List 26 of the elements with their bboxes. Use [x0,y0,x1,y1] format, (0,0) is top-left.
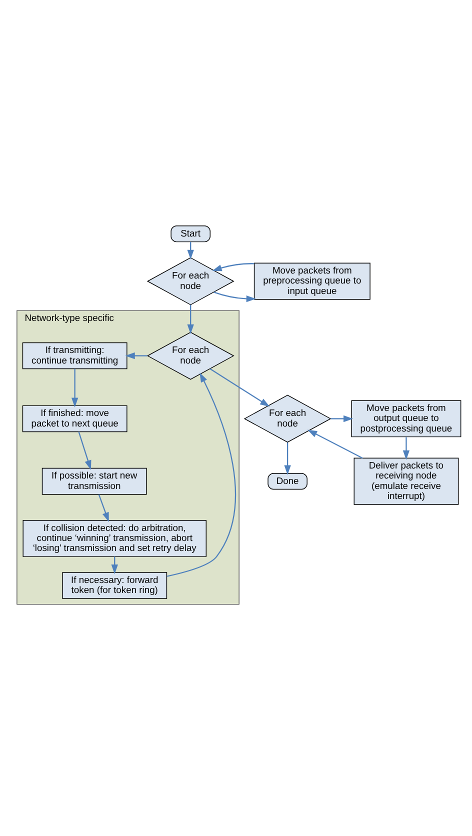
node-box: Deliver packets to receiving node (emulate receive interrupt) [354,458,459,505]
arrow [98,494,109,522]
arrow [210,368,270,407]
arrow [214,292,256,302]
node-box: If necessary: forward token (for token ring) [62,572,168,599]
node-diamond: For each node [146,332,234,380]
node-box: Done [268,473,308,490]
node-diamond: For each node [244,394,332,443]
node-box: If possible: start new transmission [42,468,147,495]
arrow [212,263,254,272]
node-box: If collision detected: do arbitration, continue ‘winning’ transmission, abort ‘losing’ transmission and set retry delay [22,520,207,557]
arrow [166,372,236,577]
arrow [402,437,410,460]
node-diamond: For each node [146,257,234,306]
node-box: If transmitting: continue transmitting [22,342,128,370]
node-box: Start [170,226,210,242]
node-box: If finished: move packet to next queue [22,405,128,432]
arrow [125,352,148,360]
node-box: Move packets from preprocessing queue to input queue [254,262,370,300]
arrow [307,430,363,459]
arrow [187,304,194,334]
arrow [284,442,291,475]
arrow [71,368,78,408]
node-box: Move packets from output queue to postprocessing queue [351,400,462,438]
arrow [330,415,354,422]
arrow [78,432,92,470]
